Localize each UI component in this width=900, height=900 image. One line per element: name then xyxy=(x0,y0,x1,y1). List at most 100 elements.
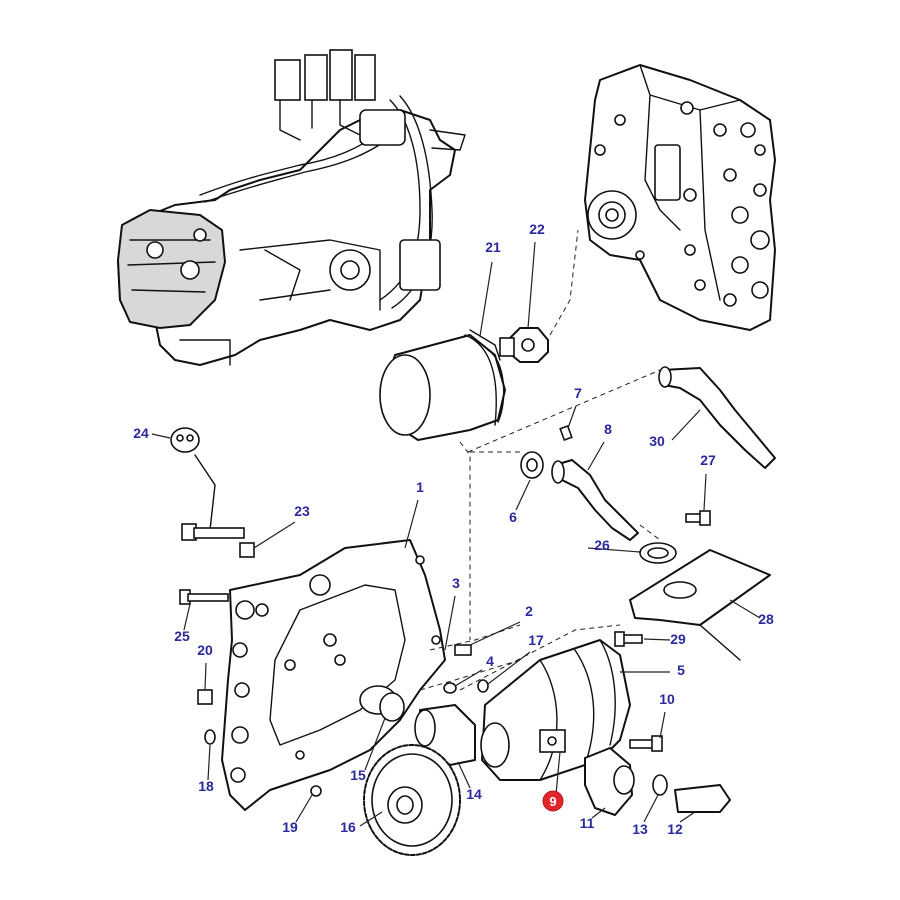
leader-line-22 xyxy=(527,241,536,329)
leader-line-23 xyxy=(253,521,296,549)
hydraulic-valve-block xyxy=(584,64,776,331)
bolt-10 xyxy=(629,735,663,752)
blanking-cap xyxy=(170,427,216,536)
leader-line-6 xyxy=(515,479,531,511)
assembly-guide-lines xyxy=(419,229,661,691)
callout-3: 3 xyxy=(444,575,460,651)
callout-12: 12 xyxy=(667,811,696,837)
callout-14: 14 xyxy=(457,761,482,802)
callout-6: 6 xyxy=(509,479,531,525)
ring-19 xyxy=(310,785,322,797)
callout-label-9: 9 xyxy=(549,794,556,809)
elbow-cover xyxy=(584,747,635,816)
highlight-marker xyxy=(542,790,564,812)
callout-13: 13 xyxy=(632,794,659,837)
callout-label-7: 7 xyxy=(574,385,582,401)
pin-2 xyxy=(454,644,472,656)
seal-13 xyxy=(652,774,668,796)
callout-8: 8 xyxy=(587,421,612,471)
callout-1: 1 xyxy=(404,479,424,549)
callout-7: 7 xyxy=(567,385,582,429)
callout-label-24: 24 xyxy=(133,425,149,441)
suction-pipe-upper xyxy=(658,366,776,469)
leader-line-28 xyxy=(729,599,761,619)
callout-label-27: 27 xyxy=(700,452,716,468)
leader-line-27 xyxy=(703,473,707,511)
callout-label-21: 21 xyxy=(485,239,501,255)
callout-24: 24 xyxy=(133,425,171,441)
leader-line-1 xyxy=(404,499,419,549)
callout-label-10: 10 xyxy=(659,691,675,707)
leader-line-12 xyxy=(679,811,696,823)
callout-label-29: 29 xyxy=(670,631,686,647)
leader-line-9 xyxy=(555,751,561,795)
callout-label-22: 22 xyxy=(529,221,545,237)
callout-label-18: 18 xyxy=(198,778,214,794)
leader-line-2 xyxy=(469,621,521,646)
washer-4 xyxy=(443,682,457,694)
leader-line-30 xyxy=(671,409,701,441)
bolt-25 xyxy=(179,589,229,605)
callout-19: 19 xyxy=(282,794,313,835)
callout-27: 27 xyxy=(700,452,716,511)
drive-gear xyxy=(363,744,461,856)
callout-11: 11 xyxy=(580,807,606,831)
callout-label-28: 28 xyxy=(758,611,774,627)
callout-label-17: 17 xyxy=(528,632,544,648)
callout-label-19: 19 xyxy=(282,819,298,835)
leader-line-13 xyxy=(643,794,659,823)
callout-28: 28 xyxy=(729,599,774,627)
pin-20 xyxy=(197,689,213,705)
callout-10: 10 xyxy=(659,691,675,739)
callout-label-15: 15 xyxy=(350,767,366,783)
callout-label-26: 26 xyxy=(594,537,610,553)
bolt-23 xyxy=(181,523,255,558)
callout-label-23: 23 xyxy=(294,503,310,519)
leader-line-18 xyxy=(207,744,211,781)
leader-line-3 xyxy=(444,595,456,651)
leader-line-29 xyxy=(643,638,671,641)
leader-line-17 xyxy=(487,651,531,685)
callout-label-1: 1 xyxy=(416,479,424,495)
ring-18 xyxy=(204,729,216,745)
callout-23: 23 xyxy=(253,503,310,549)
leader-line-21 xyxy=(479,261,493,337)
clamp-26 xyxy=(639,542,677,564)
callout-5: 5 xyxy=(620,662,685,678)
callout-15: 15 xyxy=(350,717,386,783)
hydraulic-pump xyxy=(480,639,631,781)
callout-label-25: 25 xyxy=(174,628,190,644)
callout-label-6: 6 xyxy=(509,509,517,525)
callout-4: 4 xyxy=(454,653,494,687)
leader-line-20 xyxy=(204,662,207,691)
leader-line-16 xyxy=(359,811,383,827)
suction-pipe-lower xyxy=(551,459,639,541)
callout-label-5: 5 xyxy=(677,662,685,678)
leader-line-14 xyxy=(457,761,471,789)
filter-adapter xyxy=(499,327,549,363)
callout-29: 29 xyxy=(643,631,686,647)
leader-line-25 xyxy=(183,603,191,631)
seal-ring xyxy=(520,451,544,479)
leader-line-11 xyxy=(591,807,606,819)
callout-16: 16 xyxy=(340,811,383,835)
callout-21: 21 xyxy=(479,239,501,337)
pump-housing xyxy=(221,539,446,811)
callout-25: 25 xyxy=(174,603,191,644)
callout-label-11: 11 xyxy=(580,815,595,831)
dowel-pin-7 xyxy=(559,424,573,442)
leader-line-26 xyxy=(587,547,641,553)
callout-label-20: 20 xyxy=(197,642,213,658)
callout-17: 17 xyxy=(487,632,544,685)
callout-26: 26 xyxy=(587,537,641,553)
callout-label-16: 16 xyxy=(340,819,356,835)
leader-line-10 xyxy=(659,711,666,739)
bolt-27 xyxy=(685,510,711,526)
leader-line-19 xyxy=(295,794,313,823)
leader-line-24 xyxy=(151,433,171,439)
callout-2: 2 xyxy=(469,603,533,646)
callout-22: 22 xyxy=(527,221,545,329)
leader-line-7 xyxy=(567,405,577,429)
